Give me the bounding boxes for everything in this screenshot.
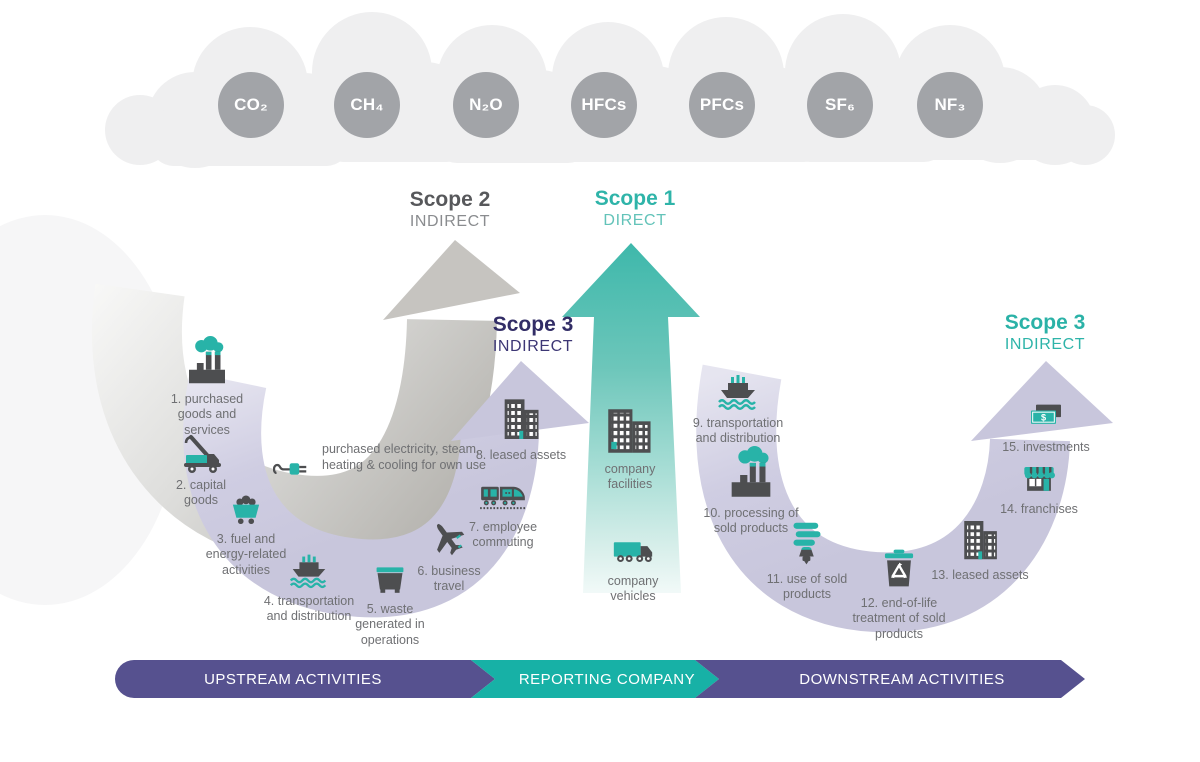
- item-use-of-sold: 11. use of sold products: [761, 516, 853, 603]
- scope1-label: Scope 1 DIRECT: [595, 186, 676, 230]
- truck-icon: [613, 542, 653, 563]
- storefront-icon: [1024, 467, 1055, 491]
- item-label: 13. leased assets: [931, 568, 1029, 582]
- gas-nf3: NF₃: [917, 72, 983, 138]
- cargo-ship-icon: [289, 554, 327, 589]
- factory-icon: [189, 336, 225, 384]
- scope3-downstream-label: Scope 3 INDIRECT: [1005, 310, 1086, 354]
- scope3-downstream-arrow: [696, 361, 1113, 633]
- office-building-icon: [504, 399, 539, 439]
- item-purchased-goods: 1. purchased goods and services: [167, 336, 247, 438]
- item-label: 5. waste generated in operations: [355, 602, 425, 647]
- item-label: 12. end-of-life treatment of sold produc…: [852, 596, 946, 641]
- item-label: 8. leased assets: [475, 448, 567, 462]
- company-facilities: company facilities: [592, 402, 668, 493]
- train-icon: [480, 486, 526, 510]
- scope3-upstream-subtitle: INDIRECT: [492, 338, 574, 356]
- scope3-downstream-title: Scope 3: [1004, 311, 1086, 334]
- banner-downstream-label: DOWNSTREAM ACTIVITIES: [799, 670, 1005, 688]
- factory-icon: [731, 446, 771, 497]
- gas-co2: CO₂: [218, 72, 284, 138]
- item-waste: 5. waste generated in operations: [350, 554, 430, 648]
- item-label: company vehicles: [607, 574, 659, 604]
- item-capital-goods: 2. capital goods: [172, 428, 230, 509]
- item-label: 4. transportation and distribution: [263, 594, 355, 624]
- activity-banner: UPSTREAM ACTIVITIES REPORTING COMPANY DO…: [0, 660, 1200, 698]
- company-vehicles: company vehicles: [595, 526, 671, 605]
- item-investments: $ 15. investments: [998, 398, 1094, 455]
- item-label: 14. franchises: [1000, 502, 1078, 516]
- scope1-title: Scope 1: [594, 187, 676, 210]
- scope2-label: Scope 2 INDIRECT: [410, 187, 491, 231]
- banner-upstream-label: UPSTREAM ACTIVITIES: [204, 670, 382, 688]
- item-label: 1. purchased goods and services: [170, 392, 244, 437]
- item-label: 6. business travel: [417, 564, 481, 594]
- banner-reporting-company: REPORTING COMPANY: [471, 660, 719, 698]
- item-fuel-energy: 3. fuel and energy-related activities: [201, 488, 291, 578]
- plug-icon: [273, 463, 307, 475]
- item-franchises: 14. franchises: [993, 456, 1085, 517]
- mine-cart-icon: [232, 495, 260, 525]
- crane-truck-icon: [184, 435, 221, 473]
- item-label: 3. fuel and energy-related activities: [205, 532, 287, 577]
- item-label: 9. transportation and distribution: [692, 416, 784, 446]
- item-leased-assets-upstream: 8. leased assets: [469, 390, 573, 463]
- money-bills-icon: $: [1031, 404, 1061, 424]
- scope1-subtitle: DIRECT: [603, 212, 667, 230]
- gas-ch4: CH₄: [334, 72, 400, 138]
- cargo-ship-icon: [718, 375, 756, 410]
- banner-upstream: UPSTREAM ACTIVITIES: [115, 660, 495, 698]
- item-transport-upstream: 4. transportation and distribution: [257, 546, 361, 625]
- item-label: 15. investments: [1002, 440, 1090, 454]
- item-label: 2. capital goods: [175, 478, 227, 508]
- item-transport-downstream: 9. transportation and distribution: [686, 366, 790, 447]
- dollar-sign: $: [1041, 413, 1046, 423]
- banner-reporting-label: REPORTING COMPANY: [518, 670, 696, 688]
- item-business-travel: 6. business travel: [413, 518, 485, 595]
- banner-downstream: DOWNSTREAM ACTIVITIES: [695, 660, 1085, 698]
- gas-pfcs: PFCs: [689, 72, 755, 138]
- scope2-title: Scope 2: [409, 188, 491, 211]
- scope3-upstream-title: Scope 3: [492, 313, 574, 336]
- item-label: 7. employee commuting: [468, 520, 538, 550]
- dumpster-icon: [376, 567, 404, 593]
- item-employee-commuting: 7. employee commuting: [463, 468, 543, 551]
- item-processing-sold: 10. processing of sold products: [698, 446, 804, 537]
- item-label: 11. use of sold products: [766, 572, 848, 602]
- gas-n2o: N₂O: [453, 72, 519, 138]
- scope3-downstream-subtitle: INDIRECT: [1004, 336, 1086, 354]
- scope3-upstream-label: Scope 3 INDIRECT: [493, 312, 574, 356]
- cfl-bulb-icon: [793, 522, 821, 565]
- company-facilities-icon: [608, 409, 651, 453]
- recycle-icon: [891, 564, 907, 578]
- item-label: company facilities: [604, 462, 656, 492]
- purchased-energy-plug: [271, 444, 317, 486]
- item-leased-assets-downstream: 13. leased assets: [925, 512, 1035, 583]
- gas-sf6: SF₆: [807, 72, 873, 138]
- recycle-bin-icon: [884, 549, 914, 587]
- item-label: 10. processing of sold products: [703, 506, 799, 536]
- gas-hfcs: HFCs: [571, 72, 637, 138]
- office-building-icon: [964, 521, 997, 560]
- item-end-of-life: 12. end-of-life treatment of sold produc…: [852, 542, 946, 642]
- airplane-icon: [436, 523, 465, 556]
- purchased-energy-note: purchased electricity, steam, heating & …: [322, 442, 486, 472]
- scope2-subtitle: INDIRECT: [409, 213, 491, 231]
